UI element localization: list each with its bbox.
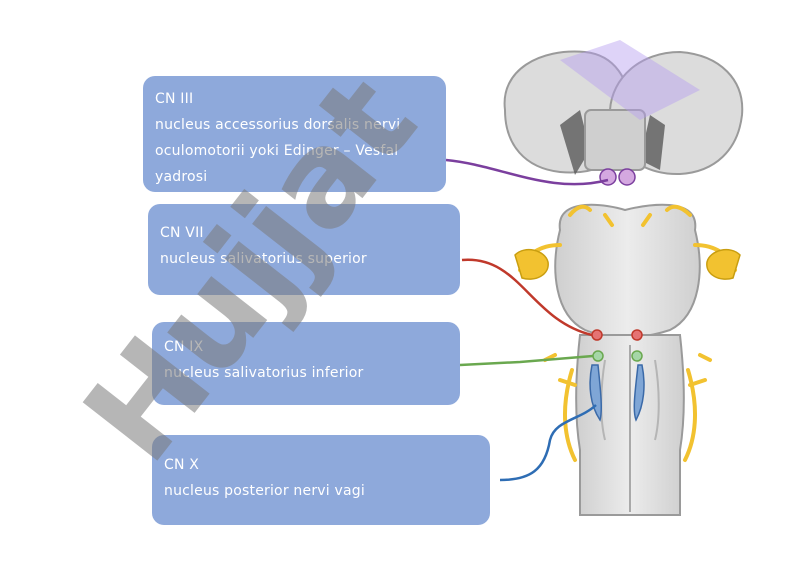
cn3-line-2: oculomotorii yoki Edinger – Vesfal: [155, 143, 399, 159]
cn7-line-1: nucleus salivatorius superior: [160, 251, 367, 267]
trigeminal-ganglia: [514, 248, 741, 280]
cn3-leader-line: [445, 158, 609, 186]
vagal-nuclei-shapes: [589, 364, 645, 422]
cn10-line-1: nucleus posterior nervi vagi: [164, 483, 365, 499]
cn7-leader-line: [461, 258, 593, 337]
cn7-title: CN VII: [160, 225, 204, 241]
cn10-leader-line: [499, 404, 597, 482]
cn3-title: CN III: [155, 91, 194, 107]
cn3-line-1: nucleus accessorius dorsalis nervi: [155, 117, 401, 133]
cn9-line-1: nucleus salivatorius inferior: [164, 365, 364, 381]
cn3-line-3: yadrosi: [155, 169, 208, 185]
medulla: [575, 334, 685, 516]
cn10-label-box: CN X nucleus posterior nervi vagi: [152, 435, 490, 525]
cn9-leader-line: [459, 354, 594, 367]
thalamus-lobes: [503, 50, 744, 176]
cn7-label-box: CN VII nucleus salivatorius superior: [148, 204, 460, 295]
cn9-label-box: CN IX nucleus salivatorius inferior: [152, 322, 460, 405]
cn7-nucleus-left: [591, 329, 603, 341]
cn9-nucleus-left: [592, 350, 604, 362]
cn7-nucleus-right: [631, 329, 643, 341]
pons: [554, 203, 701, 339]
cn9-title: CN IX: [164, 339, 204, 355]
cn3-nucleus-right: [618, 168, 636, 186]
cn10-title: CN X: [164, 457, 200, 473]
cn3-nucleus-left: [599, 168, 617, 186]
cn9-nucleus-right: [631, 350, 643, 362]
cn3-label-box: CN III nucleus accessorius dorsalis nerv…: [143, 76, 446, 192]
